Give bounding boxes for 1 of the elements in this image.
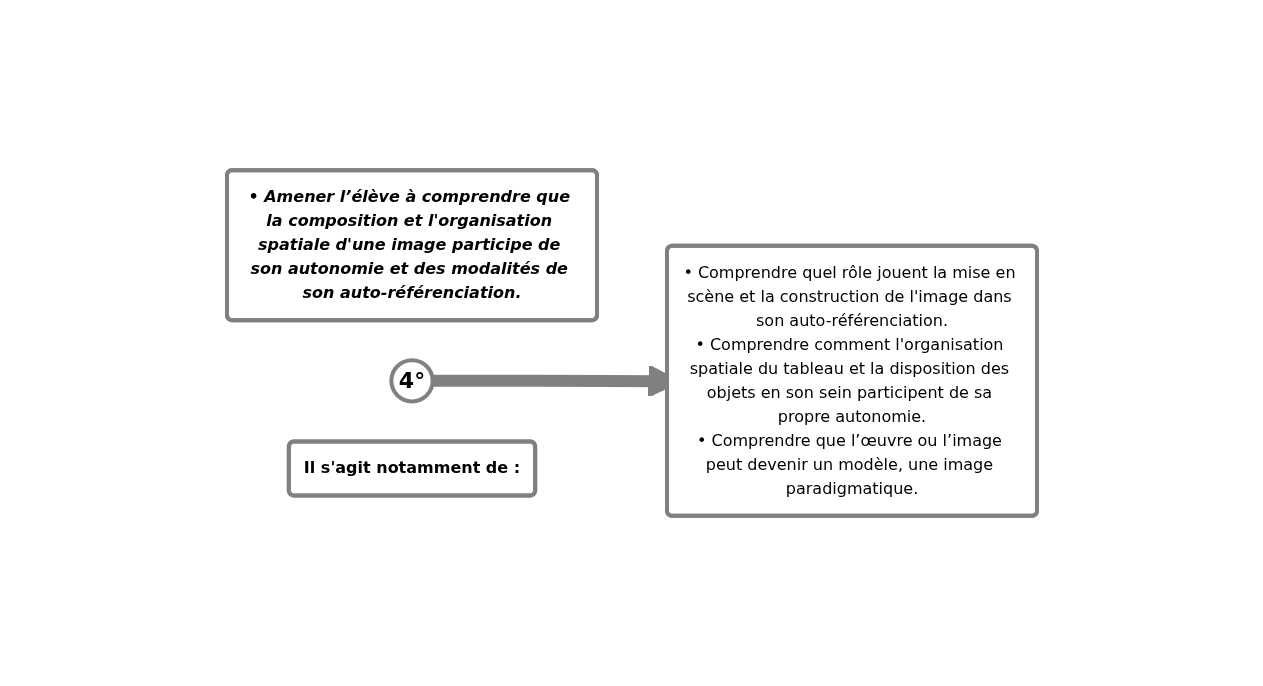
node-circle: 4° — [388, 358, 435, 404]
